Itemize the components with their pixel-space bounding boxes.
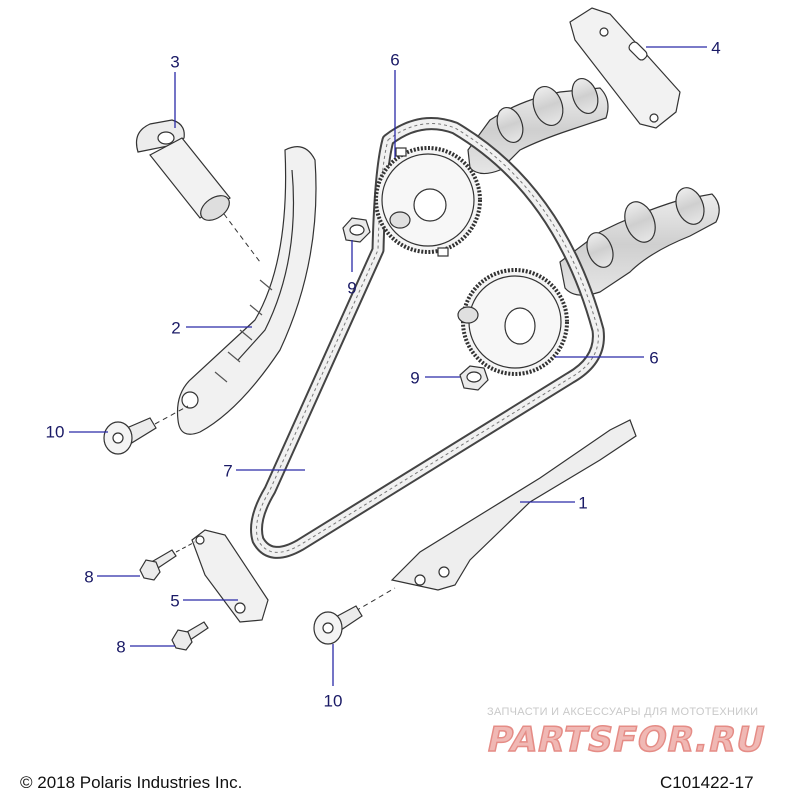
watermark-tagline: ЗАПЧАСТИ И АКСЕССУАРЫ ДЛЯ МОТОТЕХНИКИ (487, 706, 759, 718)
tensioner-guide (176, 146, 317, 435)
bracket-bolt-lower (171, 621, 209, 651)
bracket-bolt-upper (139, 549, 177, 581)
lower-camshaft (559, 187, 720, 296)
callout-10-left: 10 (45, 422, 65, 442)
lower-chain-guide (390, 419, 637, 591)
chain-tensioner (135, 119, 231, 221)
upper-cam-sprocket (374, 146, 482, 257)
tensioner-leader-dash (223, 213, 261, 263)
callout-9-upper: 9 (347, 278, 357, 298)
guide-pivot-bolt-right (313, 605, 363, 645)
callout-8-upper: 8 (84, 567, 94, 587)
pivot-bolt-dash (154, 405, 189, 425)
sprocket-bolt-upper (342, 211, 411, 243)
callout-9-lower: 9 (410, 368, 420, 388)
callout-2: 2 (171, 318, 181, 338)
watermark-logo: PARTSFOR.RU (483, 719, 770, 761)
callout-6-upper: 6 (390, 50, 400, 70)
bracket-bolt-dash (175, 541, 196, 553)
callout-7: 7 (223, 461, 233, 481)
callout-5: 5 (170, 591, 180, 611)
guide-pivot-bolt-left (103, 417, 157, 455)
lower-cam-sprocket (461, 268, 569, 376)
callout-8-lower: 8 (116, 637, 126, 657)
callout-10-right: 10 (323, 691, 343, 711)
sprocket-bolt-lower (457, 306, 489, 391)
leader-lines (69, 46, 707, 686)
guide-bracket (191, 529, 269, 623)
callout-3: 3 (170, 52, 180, 72)
callout-1: 1 (578, 493, 588, 513)
figure-code: C101422-17 (660, 773, 754, 792)
callout-6-lower: 6 (649, 348, 659, 368)
upper-camshaft (467, 77, 609, 175)
timing-chain (250, 117, 605, 559)
copyright-text: © 2018 Polaris Industries Inc. (20, 773, 243, 792)
upper-chain-guide (569, 7, 681, 129)
callout-4: 4 (711, 38, 721, 58)
